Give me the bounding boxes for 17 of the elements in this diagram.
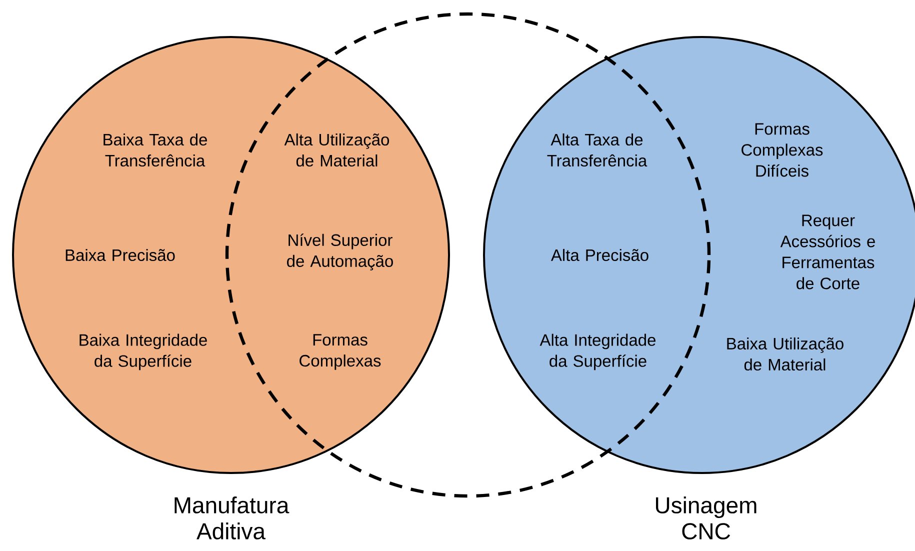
overlap-text: Alta Utilização de Material <box>284 133 390 167</box>
circle <box>483 36 915 474</box>
overlap-text: Formas Complexas <box>300 334 381 370</box>
overlap-text: Alta Precisão <box>550 248 648 262</box>
feature-text: Baixa Integridade da Superfície <box>80 334 207 370</box>
circle-title: Usinagem CNC <box>656 496 756 540</box>
overlap-text: Nível Superior de Automação <box>287 234 393 270</box>
feature-text: Baixa Utilização de Material <box>727 337 844 371</box>
overlap-text: Alta Integridade da Superfície <box>540 334 656 370</box>
feature-text: Baixa Precisão <box>66 248 175 262</box>
feature-text: Requer Acessórios e Ferramentas de Corte <box>780 214 875 290</box>
circle-title: Manufatura Aditiva <box>174 496 290 540</box>
dashed-circle <box>225 12 711 498</box>
feature-text: Formas Complexas Difíceis <box>742 123 823 177</box>
circle <box>12 36 450 474</box>
feature-text: Baixa Taxa de Transferência <box>104 133 207 167</box>
overlap-text: Alta Taxa de Transferência <box>547 133 648 167</box>
